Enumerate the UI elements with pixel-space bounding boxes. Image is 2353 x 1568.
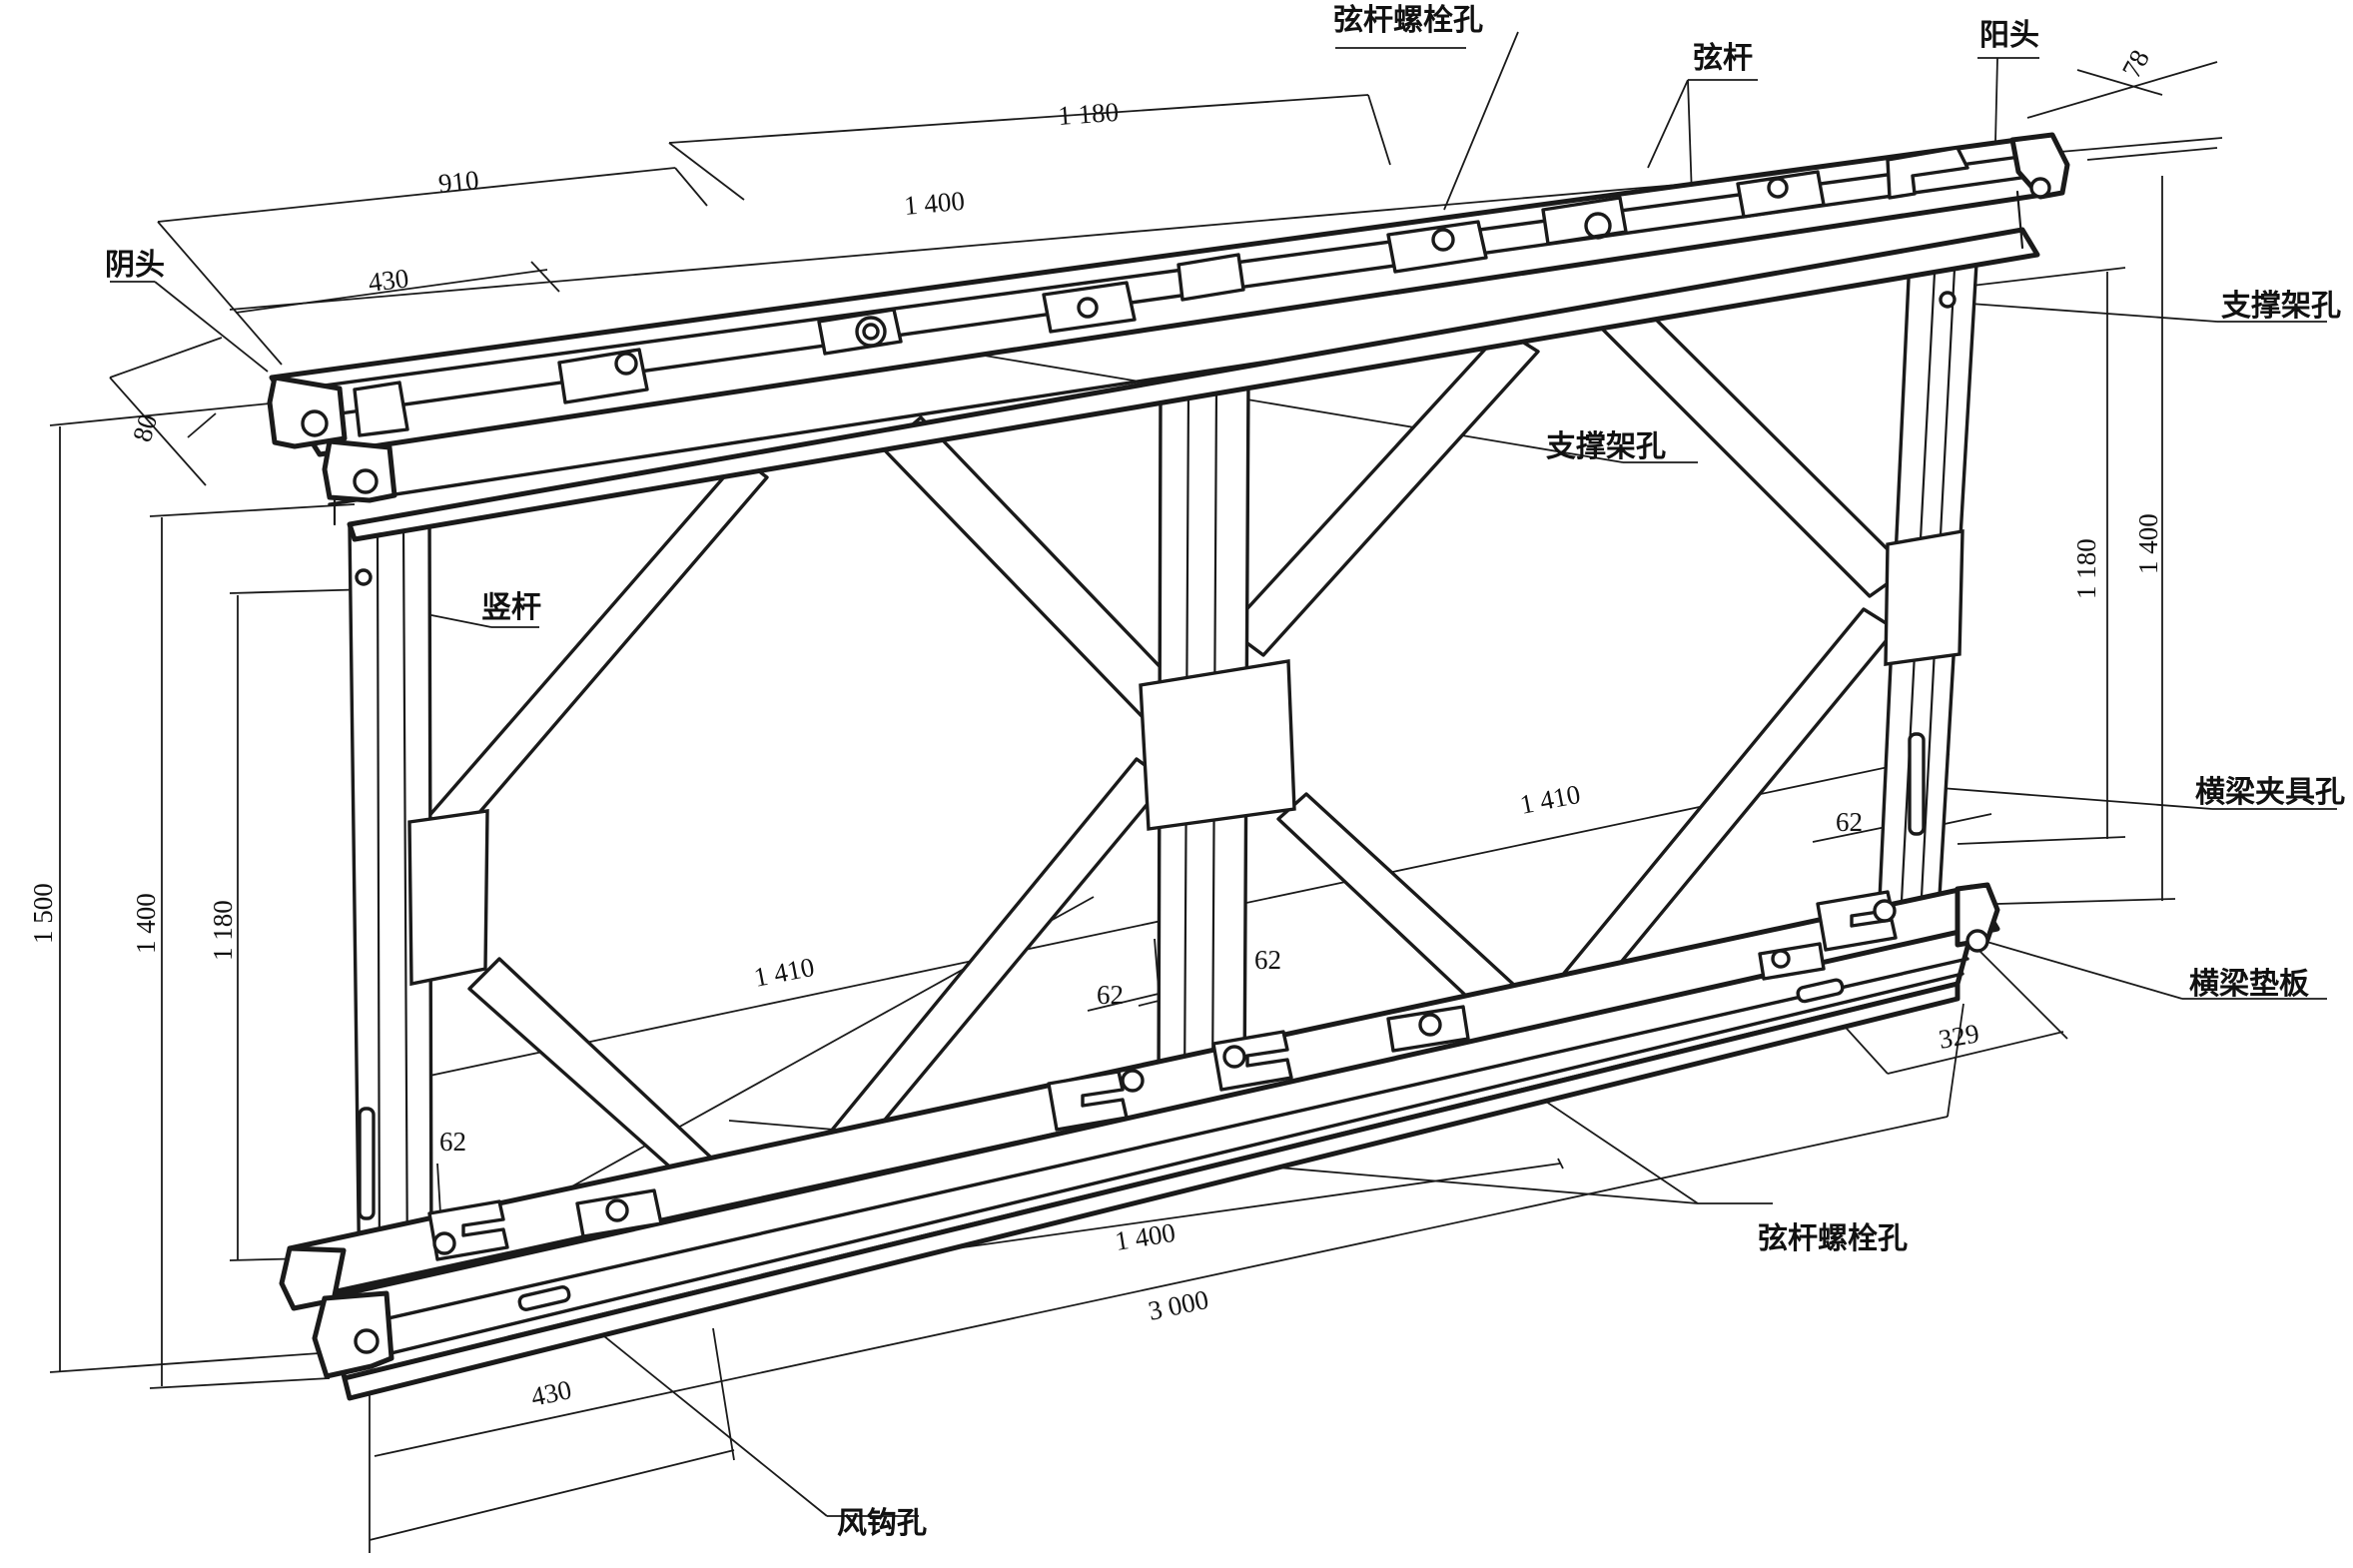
dimension-values: 1 180 910 1 400 430 78 80 1 500 1 400 1 … — [28, 45, 2163, 1412]
dim-right-62: 62 — [1836, 807, 1863, 837]
dim-top-1400: 1 400 — [903, 186, 966, 221]
dim-bottom-430: 430 — [528, 1374, 574, 1412]
transom-pad-lug — [1955, 882, 2000, 948]
component-labels: 弦杆螺栓孔 弦杆 阳头 阴头 支撑架孔 支撑架孔 竖杆 横梁夹具孔 横梁垫板 弦… — [105, 3, 2345, 1541]
label-female-end: 阴头 — [105, 248, 165, 283]
label-male-end: 阳头 — [1979, 18, 2039, 53]
dim-end-80: 80 — [127, 410, 163, 444]
dim-bottom-3000: 3 000 — [1146, 1284, 1211, 1326]
dim-end-78: 78 — [2116, 45, 2155, 83]
transom-clamp-slot — [1908, 732, 1926, 836]
label-wind-hook-hole: 风钩孔 — [837, 1506, 927, 1541]
top-chord-back — [347, 227, 2040, 542]
label-vertical: 竖杆 — [481, 590, 541, 625]
brace-frame-hole-right — [1939, 291, 1957, 309]
female-end-lug-bottom — [312, 1290, 394, 1379]
dim-center-62-right: 62 — [1254, 945, 1281, 975]
dim-mid-1410-left: 1 410 — [751, 952, 816, 993]
dim-left-1400: 1 400 — [131, 893, 161, 954]
right-gusset-plate — [1884, 528, 1964, 666]
diagonal-brace-5 — [1226, 328, 1540, 657]
bottom-chord — [279, 882, 2000, 1401]
label-transom-pad: 横梁垫板 — [2189, 967, 2309, 1002]
dim-top-1180: 1 180 — [1057, 97, 1120, 131]
label-chord: 弦杆 — [1693, 41, 1753, 76]
dim-bottom-1400: 1 400 — [1113, 1217, 1177, 1256]
dim-mid-1410-right: 1 410 — [1517, 779, 1582, 820]
gusset-plates — [355, 291, 1964, 1220]
label-brace-hole-center: 支撑架孔 — [1546, 429, 1666, 464]
female-end-lug-top — [267, 375, 348, 449]
center-gusset-plate — [1139, 659, 1296, 831]
dim-right-329: 329 — [1937, 1018, 1981, 1055]
label-brace-hole-right: 支撑架孔 — [2221, 289, 2341, 324]
dim-right-1180: 1 180 — [2071, 538, 2101, 599]
left-gusset-plate — [407, 809, 489, 987]
diagonal-brace-2 — [882, 415, 1180, 719]
male-end-lug — [2009, 132, 2070, 200]
top-chord — [267, 132, 2070, 542]
dim-center-62-left: 62 — [1097, 980, 1124, 1010]
wind-hook-slot — [517, 1285, 571, 1311]
label-chord-bolt-hole-top: 弦杆螺栓孔 — [1333, 3, 1483, 38]
diagonal-braces — [424, 298, 1910, 1210]
label-transom-clamp-hole: 横梁夹具孔 — [2195, 775, 2345, 810]
label-chord-bolt-hole-bottom: 弦杆螺栓孔 — [1758, 1221, 1908, 1256]
dim-left-1180: 1 180 — [208, 900, 238, 961]
dim-top-910: 910 — [436, 165, 479, 199]
dim-top-430: 430 — [367, 263, 410, 298]
dim-left-1500: 1 500 — [28, 883, 58, 944]
dim-right-1400: 1 400 — [2133, 513, 2163, 574]
dim-left-62: 62 — [439, 1127, 466, 1157]
